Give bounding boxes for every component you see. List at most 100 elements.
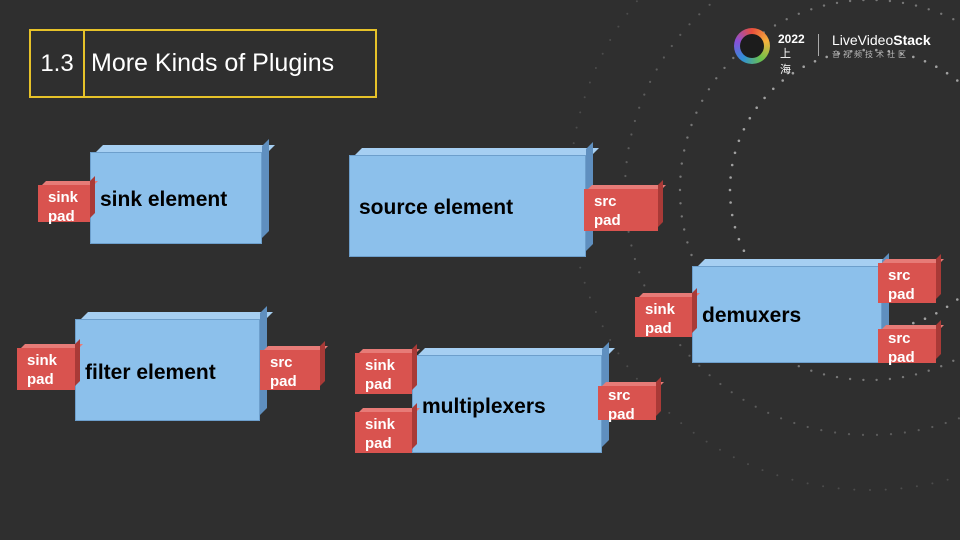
background-dot — [822, 4, 826, 7]
background-dot — [588, 81, 591, 84]
sink-pad-label: sink pad — [365, 416, 396, 452]
background-dot — [723, 66, 726, 70]
source-element-block: source element — [349, 142, 599, 257]
background-dot — [931, 482, 934, 485]
background-dot — [680, 215, 683, 218]
filter-element-block: filter element — [75, 306, 273, 421]
background-dot — [853, 488, 856, 491]
background-dot — [670, 44, 673, 48]
background-dot — [683, 149, 686, 152]
background-dot — [755, 106, 758, 109]
background-dot — [935, 65, 938, 68]
background-dot — [952, 18, 955, 21]
src-pad-label: src pad — [608, 387, 635, 423]
background-dot — [715, 77, 718, 80]
background-dot — [763, 96, 766, 100]
background-dot — [899, 52, 903, 55]
source-element-label: source element — [359, 196, 514, 219]
background-dot — [679, 344, 682, 347]
multiplexers-sink-pad-2: sink pad — [355, 403, 420, 453]
background-dot — [813, 60, 817, 63]
background-dot — [594, 67, 597, 69]
sink-pad-label: sink pad — [27, 352, 58, 388]
background-dot — [848, 377, 852, 381]
background-dot — [793, 421, 796, 425]
background-dot — [579, 111, 582, 114]
background-dot — [686, 241, 689, 244]
multiplexers-src-pad: src pad — [598, 377, 664, 423]
background-dot — [690, 253, 693, 257]
background-dot — [761, 469, 764, 472]
background-dot — [754, 405, 757, 408]
background-dot — [772, 87, 775, 91]
background-dot — [875, 433, 879, 436]
background-dot — [912, 55, 915, 59]
background-dot — [888, 377, 892, 381]
background-dot — [679, 33, 682, 37]
background-dot — [705, 440, 708, 443]
demuxers-src-pad-1: src pad — [878, 254, 944, 303]
background-dot — [601, 325, 604, 328]
background-dot — [601, 52, 604, 55]
background-dot — [707, 88, 711, 91]
background-dot — [730, 213, 734, 217]
background-dot — [742, 398, 745, 401]
background-dot — [825, 55, 828, 59]
background-dot — [572, 142, 575, 145]
background-dot — [834, 431, 837, 434]
background-dot — [901, 375, 905, 379]
background-dot — [624, 174, 627, 178]
demuxers-src-pad-2: src pad — [878, 320, 944, 366]
background-dot — [742, 249, 746, 252]
background-dot — [649, 80, 652, 83]
slide-title: More Kinds of Plugins — [91, 49, 335, 77]
background-dot — [747, 463, 749, 466]
background-dot — [733, 151, 737, 155]
src-pad-label: src pad — [888, 330, 915, 366]
background-dot — [869, 489, 871, 491]
background-dot — [655, 68, 658, 71]
section-number: 1.3 — [31, 31, 85, 96]
background-dot — [927, 369, 930, 372]
background-dot — [609, 339, 612, 341]
demuxers-label: demuxers — [702, 304, 802, 327]
sink-pad-label: sink pad — [365, 357, 396, 393]
demuxers-sink-pad: sink pad — [635, 288, 700, 337]
source-element-src-pad: src pad — [584, 180, 666, 231]
background-dot — [668, 411, 671, 414]
background-dot — [935, 312, 938, 315]
background-dot — [806, 425, 809, 429]
background-dot — [847, 433, 851, 436]
multiplexers-sink-pad-1: sink pad — [355, 344, 420, 394]
background-dot — [638, 271, 641, 274]
background-dot — [810, 369, 813, 372]
logo-subtitle: 音视频技术社区 — [832, 50, 909, 59]
background-dot — [737, 237, 741, 241]
background-dot — [575, 126, 578, 129]
background-dot — [626, 12, 629, 15]
background-dot — [956, 79, 959, 82]
background-dot — [946, 478, 949, 481]
background-dot — [633, 257, 637, 261]
background-dot — [835, 375, 839, 379]
slide-title-box: 1.3 More Kinds of Plugins — [29, 29, 377, 98]
background-dot — [583, 281, 586, 284]
background-dot — [683, 228, 686, 231]
sink-pad-label: sink pad — [645, 301, 676, 337]
background-dot — [742, 128, 746, 131]
demuxers-block: demuxers — [692, 253, 895, 363]
background-dot — [719, 448, 721, 451]
logo-city: 上海 — [780, 48, 793, 76]
background-dot — [861, 433, 865, 436]
background-dot — [917, 429, 920, 432]
background-dot — [944, 421, 947, 425]
background-dot — [729, 176, 732, 179]
background-dot — [785, 18, 788, 21]
background-dot — [594, 311, 597, 313]
background-dot — [748, 116, 752, 120]
background-dot — [773, 24, 777, 27]
background-dot — [680, 162, 683, 165]
background-dot — [940, 12, 943, 15]
background-dot — [884, 488, 887, 491]
background-dot — [638, 106, 641, 109]
